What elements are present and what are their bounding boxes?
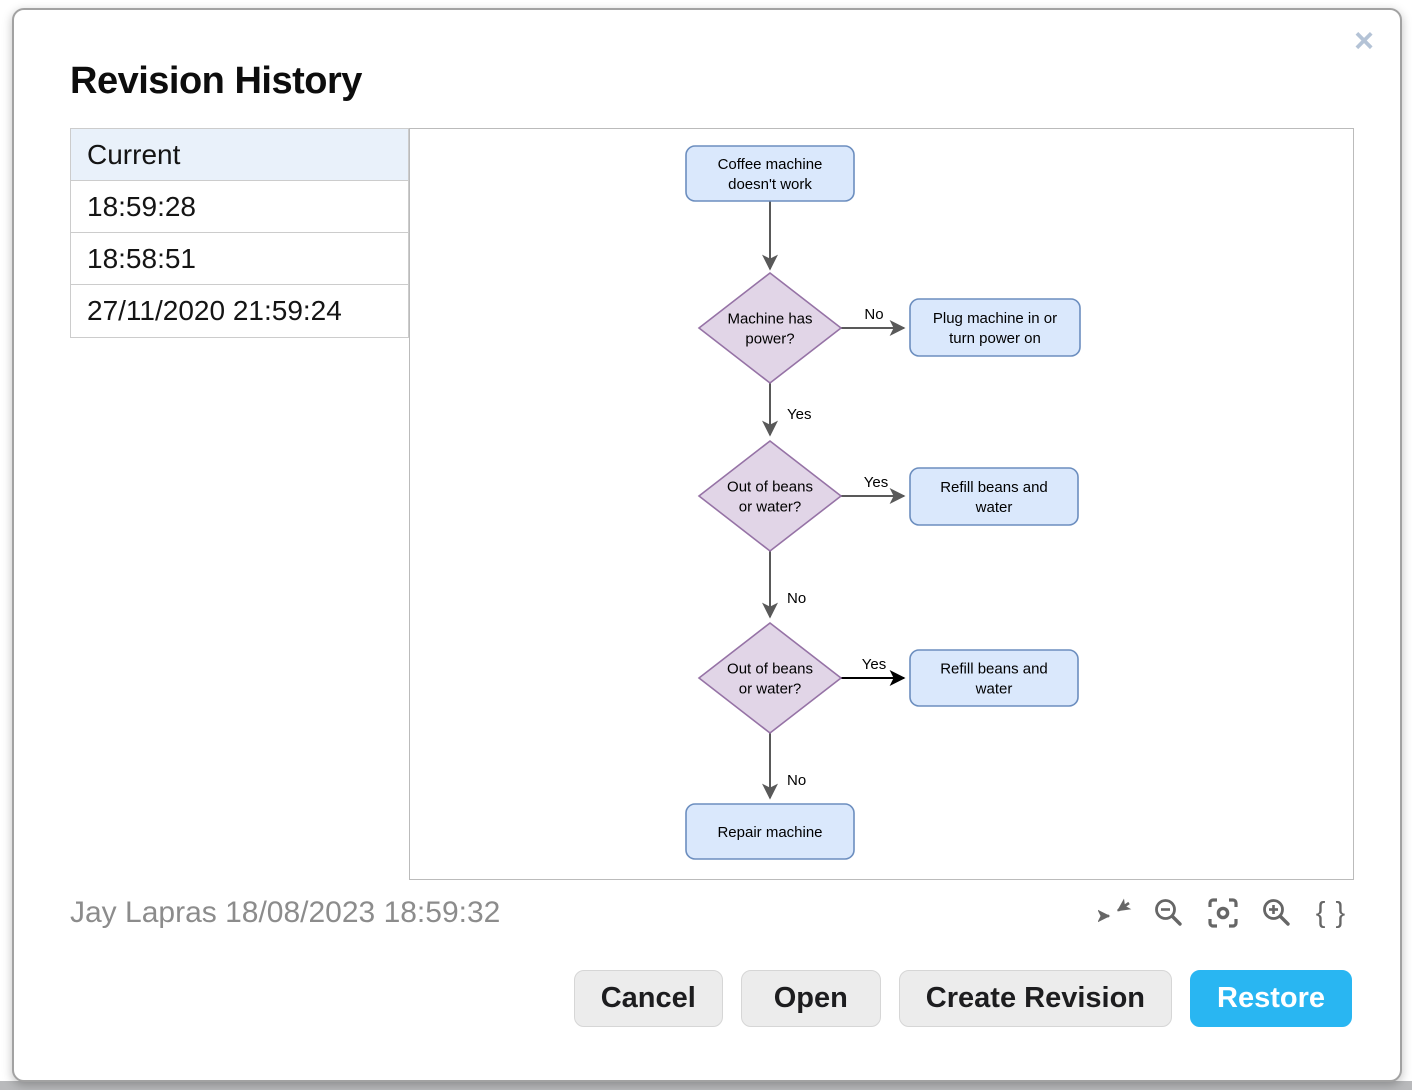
compress-icon[interactable]	[1098, 896, 1132, 930]
cancel-button[interactable]: Cancel	[573, 970, 723, 1027]
flow-node-power	[697, 271, 843, 385]
revision-item-3[interactable]: 27/11/2020 21:59:24	[71, 285, 408, 337]
zoom-out-icon[interactable]	[1152, 896, 1186, 930]
flow-node-plug	[909, 298, 1081, 357]
node-label: Plug machine in or	[933, 310, 1057, 327]
node-label: turn power on	[949, 330, 1041, 347]
edge-label: No	[787, 590, 806, 607]
node-label: Repair machine	[717, 824, 822, 841]
revision-item-2[interactable]: 18:58:51	[71, 233, 408, 285]
flow-node-refill2	[909, 649, 1079, 707]
edge-label: Yes	[862, 656, 886, 673]
node-label: Machine has	[727, 310, 812, 327]
node-label: Out of beans	[727, 478, 813, 495]
node-label: doesn't work	[728, 176, 812, 193]
edit-xml-icon[interactable]: { }	[1314, 896, 1348, 930]
background-page-strip	[0, 1081, 1412, 1090]
page-title: Revision History	[70, 60, 362, 102]
flow-node-start	[685, 145, 855, 202]
node-label: Refill beans and	[940, 660, 1048, 677]
revision-item-current[interactable]: Current	[71, 129, 408, 181]
revision-item-1[interactable]: 18:59:28	[71, 181, 408, 233]
dialog-footer: Cancel Open Create Revision Restore	[573, 970, 1352, 1027]
edit-xml-glyph: { }	[1315, 897, 1347, 929]
node-label: or water?	[739, 680, 802, 697]
reset-view-icon[interactable]	[1206, 896, 1240, 930]
revision-author-timestamp: Jay Lapras 18/08/2023 18:59:32	[70, 896, 501, 929]
edge-label: Yes	[864, 474, 888, 491]
node-label: Refill beans and	[940, 479, 1048, 496]
edge-label: No	[787, 772, 806, 789]
open-button[interactable]: Open	[740, 970, 881, 1027]
edge-label: Yes	[787, 406, 811, 423]
flow-node-refill1	[909, 467, 1079, 526]
node-label: Coffee machine	[718, 156, 823, 173]
node-label: or water?	[739, 498, 802, 515]
edge-label: No	[864, 306, 883, 323]
restore-button[interactable]: Restore	[1190, 970, 1352, 1027]
revision-history-dialog: × Revision History Current 18:59:28 18:5…	[12, 8, 1402, 1082]
close-icon[interactable]: ×	[1354, 22, 1374, 60]
flow-node-beans2	[697, 621, 843, 735]
flow-node-repair	[685, 803, 855, 860]
node-label: Out of beans	[727, 660, 813, 677]
node-label: water	[975, 680, 1013, 697]
revision-list: Current 18:59:28 18:58:51 27/11/2020 21:…	[70, 128, 409, 338]
flow-node-beans1	[697, 439, 843, 553]
create-revision-button[interactable]: Create Revision	[898, 970, 1172, 1027]
preview-toolbar: { }	[1098, 896, 1348, 930]
node-label: water	[975, 499, 1013, 516]
zoom-in-icon[interactable]	[1260, 896, 1294, 930]
node-label: power?	[745, 330, 794, 347]
